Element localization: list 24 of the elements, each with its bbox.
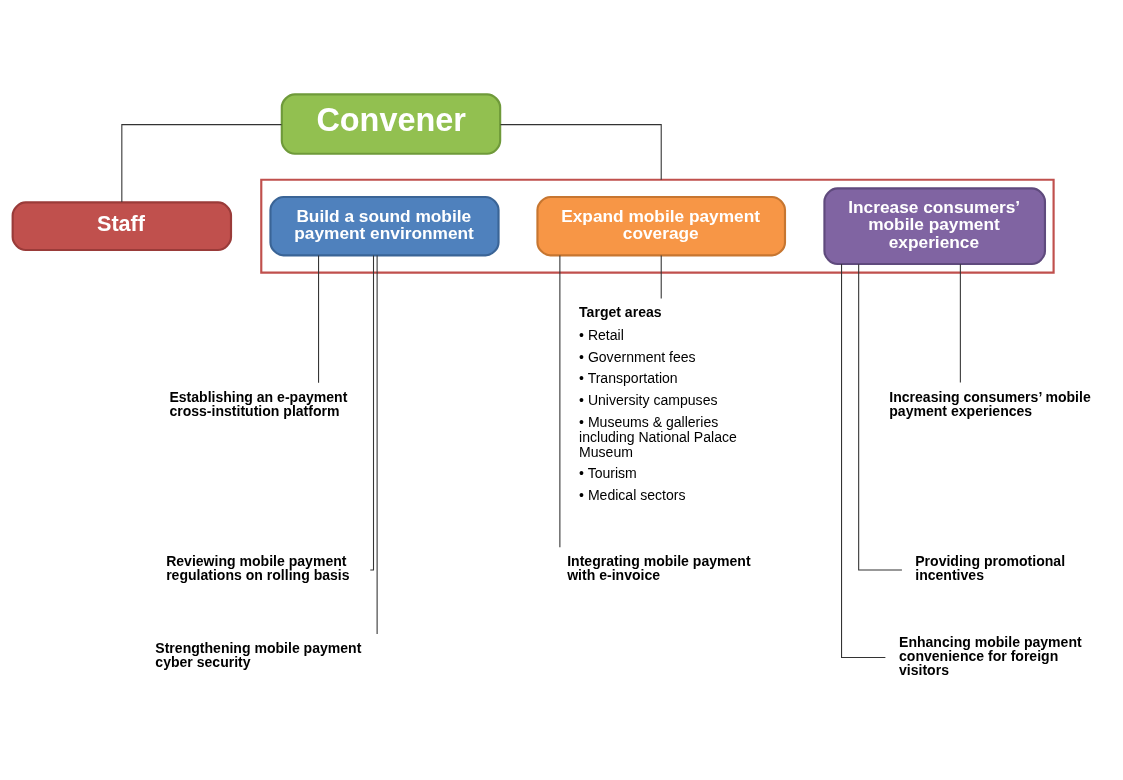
connector <box>369 254 375 570</box>
connector <box>959 263 961 383</box>
node-text: Providing promotional incentives <box>915 552 1066 583</box>
connector <box>841 263 886 658</box>
node-box: Expand mobile payment coverage <box>536 195 787 256</box>
connector <box>660 254 662 299</box>
connector <box>121 123 283 203</box>
node-text: Enhancing mobile payment convenience for foreign visitors <box>899 633 1082 678</box>
node-text: Increasing consumers’ mobile payment experiences <box>889 388 1091 419</box>
cluster <box>260 178 1055 274</box>
node-text: Establishing an e-payment cross-institution platform <box>169 388 348 419</box>
connector <box>858 263 903 570</box>
node-box: Staff <box>11 200 233 251</box>
node-text: Target areas • Retail • Government fees • Transportation • University campuses • Museums & galleries including National Palace Museum • Tourism • Medical sectors <box>579 303 737 503</box>
node-box: Convener <box>280 92 502 155</box>
connector <box>559 254 561 548</box>
node-box: Increase consumers’ mobile payment experience <box>823 186 1047 265</box>
node-text: Strengthening mobile payment cyber security <box>155 639 362 670</box>
connector <box>376 254 378 635</box>
node-box: Build a sound mobile payment environment <box>269 195 500 256</box>
node-text: Reviewing mobile payment regulations on rolling basis <box>166 552 350 583</box>
node-text: Integrating mobile payment with e-invoice <box>567 552 751 583</box>
connector <box>318 254 320 383</box>
connector <box>499 123 662 180</box>
